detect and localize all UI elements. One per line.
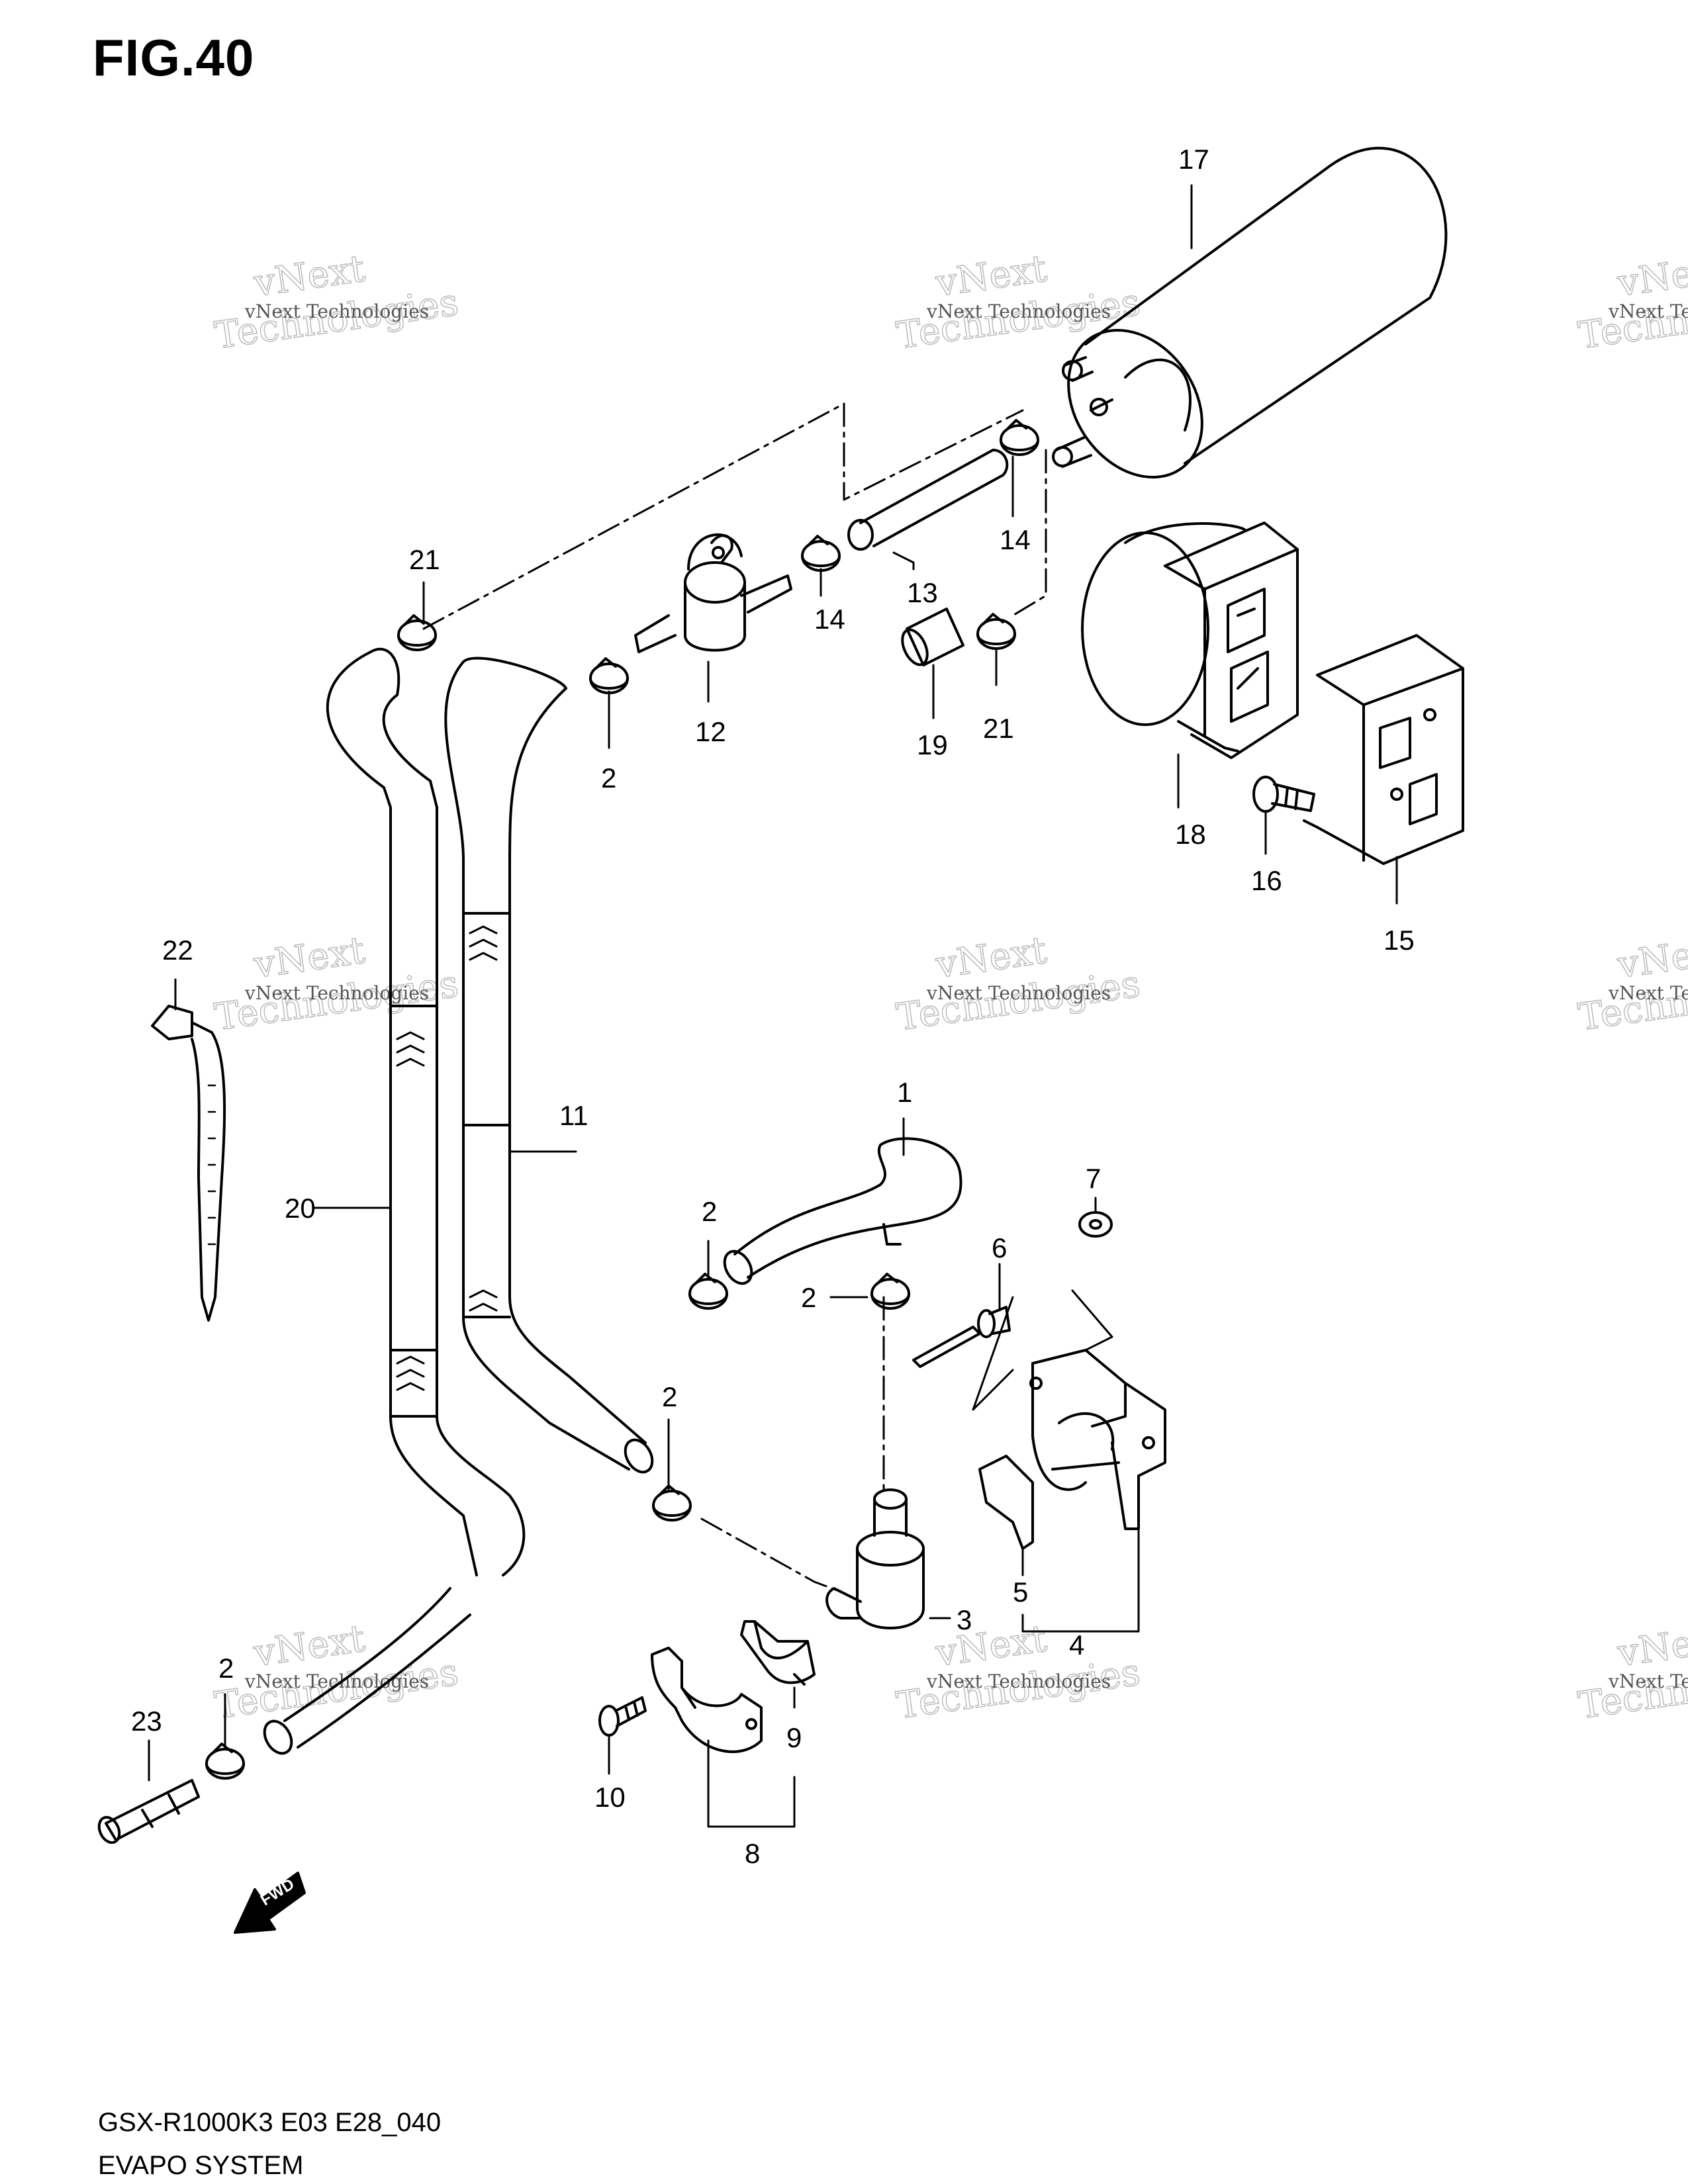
callout-2: 2: [662, 1381, 677, 1412]
svg-text:vNext Technologies: vNext Technologies: [244, 300, 429, 322]
valve-part-12: [634, 533, 792, 653]
forward-direction-arrow: FWD: [234, 1872, 306, 1934]
watermark: vNext Technologies vNext Technologies: [894, 247, 1144, 358]
hose-part-20: [263, 647, 526, 1755]
callout-4: 4: [1069, 1629, 1084, 1661]
callout-12: 12: [695, 716, 726, 747]
callout-17: 17: [1178, 144, 1209, 175]
svg-text:vNext Technologies: vNext Technologies: [926, 982, 1111, 1004]
callout-8: 8: [745, 1838, 760, 1869]
svg-text:vNext Technologies: vNext Technologies: [244, 1670, 429, 1692]
callout-20: 20: [285, 1193, 316, 1224]
svg-text:vNext: vNext: [1615, 247, 1688, 305]
callout-5: 5: [1013, 1576, 1028, 1608]
clamp: [870, 1273, 910, 1310]
callout-7: 7: [1086, 1163, 1101, 1194]
svg-text:vNext Technologies: vNext Technologies: [1608, 1670, 1688, 1692]
bolt-part-16: [1252, 776, 1315, 813]
diagram-section-name: EVAPO SYSTEM: [98, 2151, 304, 2180]
callout-2: 2: [218, 1653, 234, 1684]
watermark: vNext Technologies vNext Technologies: [212, 247, 462, 358]
watermark-group: vNext Technologies vNext Technologies vN…: [212, 247, 1688, 1728]
clamp: [589, 657, 629, 694]
watermark: vNext Technologies vNext Technologies: [1575, 1617, 1688, 1728]
figure-title: FIG.40: [93, 28, 255, 87]
clip-part-9: [740, 1620, 816, 1686]
clamp: [976, 613, 1016, 650]
valve-part-3: [825, 1488, 925, 1629]
hose-part-11: [444, 657, 654, 1474]
clamp: [801, 535, 841, 572]
callout-14: 14: [814, 604, 845, 635]
screw-part-10: [598, 1696, 647, 1737]
callout-2: 2: [702, 1196, 717, 1227]
svg-text:vNext Technologies: vNext Technologies: [1608, 300, 1688, 322]
diagram-model-code: GSX-R1000K3 E03 E28_040: [98, 2108, 442, 2137]
callout-21: 21: [409, 544, 440, 575]
callout-13: 13: [907, 577, 938, 608]
bracket-part-15: [1303, 634, 1464, 865]
callout-10: 10: [594, 1782, 626, 1813]
callout-9: 9: [786, 1722, 802, 1753]
connector-part-23: [97, 1779, 200, 1844]
callout-14: 14: [1000, 524, 1031, 555]
svg-text:vNext: vNext: [1615, 929, 1688, 987]
cable-tie-part-22: [151, 1005, 226, 1322]
callout-23: 23: [131, 1706, 162, 1737]
washer-part-7: [1078, 1211, 1113, 1238]
callout-22: 22: [162, 934, 193, 966]
clamp: [205, 1743, 245, 1780]
watermark: vNext Technologies vNext Technologies: [1575, 247, 1688, 358]
watermark: vNext Technologies vNext Technologies: [1575, 929, 1688, 1040]
bracket-part-8: [651, 1647, 763, 1753]
svg-text:vNext Technologies: vNext Technologies: [926, 1670, 1111, 1692]
callout-labels: 17 21 2 12 14 13 14 19 21 18 16 15 22 20…: [131, 144, 1415, 1869]
rivet-part-6: [912, 1306, 1011, 1368]
svg-text:vNext Technologies: vNext Technologies: [1608, 982, 1688, 1004]
cap-part-19: [901, 608, 964, 666]
leader-lines: [148, 184, 1398, 1828]
callout-18: 18: [1175, 819, 1206, 850]
callout-2: 2: [601, 762, 616, 794]
svg-text:vNext: vNext: [1615, 1617, 1688, 1675]
svg-text:vNext Technologies: vNext Technologies: [926, 300, 1111, 322]
callout-16: 16: [1251, 865, 1282, 896]
callout-1: 1: [897, 1077, 912, 1108]
callout-11: 11: [559, 1100, 588, 1131]
hose-part-1: [723, 1137, 962, 1285]
clamp: [1000, 419, 1039, 456]
watermark: vNext Technologies vNext Technologies: [212, 929, 462, 1040]
hose-part-13: [847, 449, 1009, 551]
watermark: vNext Technologies vNext Technologies: [212, 1617, 462, 1728]
callout-21: 21: [983, 713, 1014, 744]
holder-part-18: [1081, 522, 1299, 759]
callout-19: 19: [917, 729, 948, 760]
callout-3: 3: [957, 1604, 972, 1635]
callout-6: 6: [992, 1232, 1007, 1263]
watermark: vNext Technologies vNext Technologies: [894, 1617, 1144, 1728]
clamp: [397, 614, 437, 651]
svg-text:vNext Technologies: vNext Technologies: [244, 982, 429, 1004]
watermark: vNext Technologies vNext Technologies: [894, 929, 1144, 1040]
mount-part-4: [972, 1289, 1166, 1550]
callout-2: 2: [801, 1282, 816, 1313]
clamp: [688, 1273, 728, 1310]
clamp-group: [205, 419, 1039, 1780]
clamp: [652, 1484, 692, 1522]
callout-15: 15: [1383, 925, 1415, 956]
canister-part-17: [1052, 146, 1448, 479]
